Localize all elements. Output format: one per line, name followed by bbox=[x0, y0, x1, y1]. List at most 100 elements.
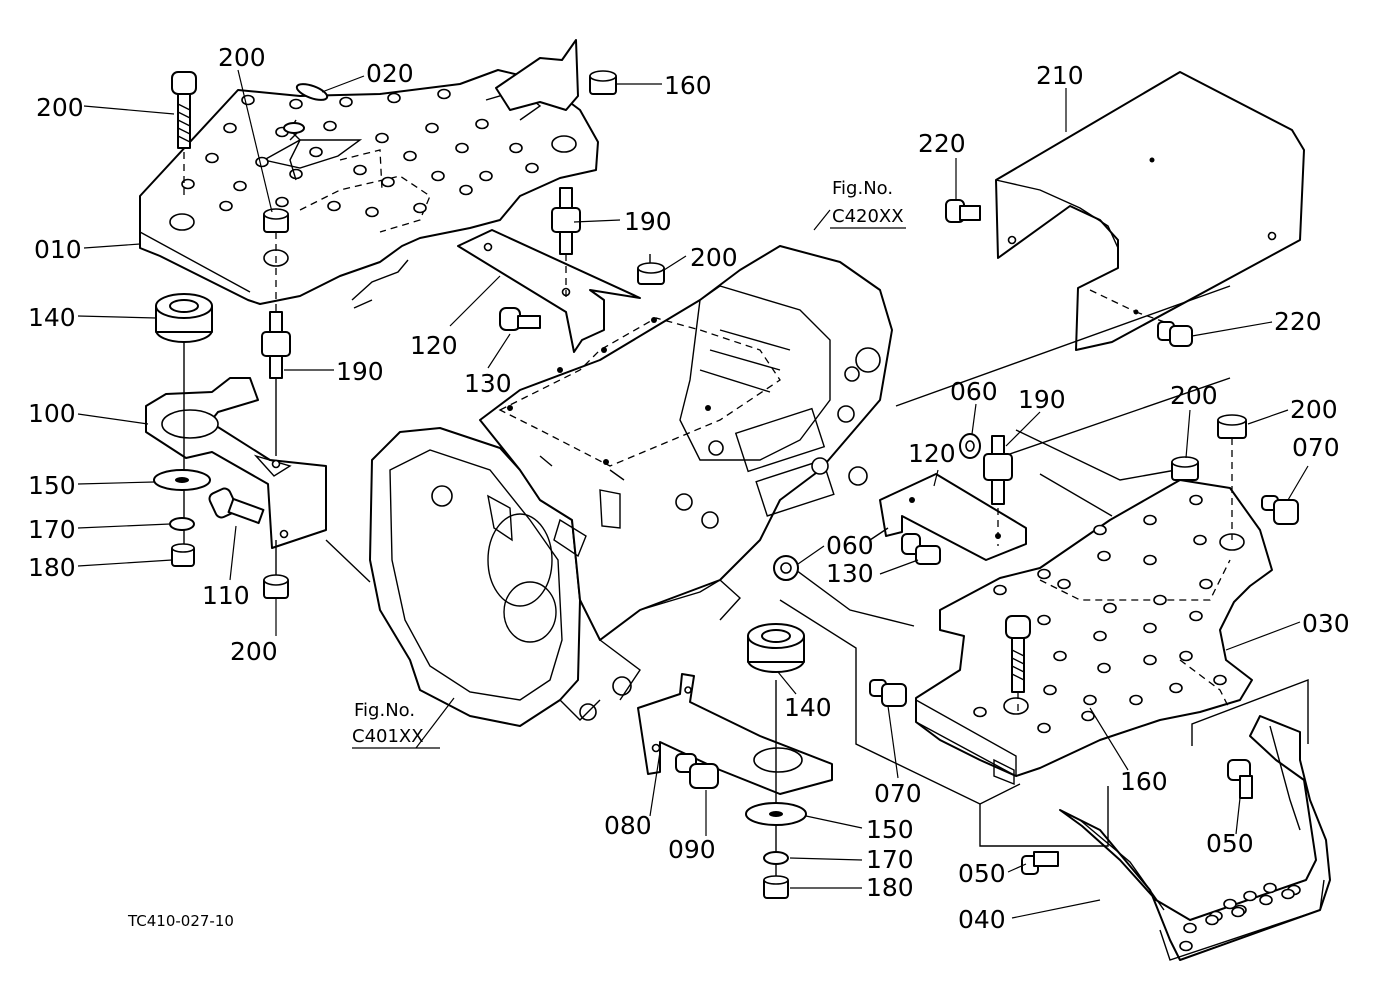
plate-hole bbox=[1103, 602, 1117, 614]
plate-hole bbox=[431, 170, 445, 182]
bolt-160-right bbox=[1005, 615, 1031, 693]
bracket-080 bbox=[637, 673, 833, 795]
callout-200-top: 200 bbox=[218, 43, 266, 72]
fig-ref-c420: Fig.No. C420XX bbox=[832, 178, 904, 227]
plate-hole bbox=[455, 142, 469, 154]
plate-hole bbox=[1243, 890, 1257, 902]
plate-hole bbox=[1053, 650, 1067, 662]
callout-220-top: 220 bbox=[918, 129, 966, 158]
stud-190-a bbox=[551, 187, 581, 255]
plate-hole bbox=[233, 180, 247, 192]
fig-ref-label: Fig.No. bbox=[832, 178, 893, 199]
plate-hole bbox=[1083, 694, 1097, 706]
callout-050-left: 050 bbox=[958, 859, 1006, 888]
bolt-220-b bbox=[1157, 321, 1193, 347]
plate-hole bbox=[1097, 662, 1111, 674]
callout-130-left: 130 bbox=[464, 369, 512, 398]
callout-170-right: 170 bbox=[866, 845, 914, 874]
plate-hole bbox=[1143, 554, 1157, 566]
stud-190-c bbox=[983, 435, 1013, 505]
callout-190-mid: 190 bbox=[624, 207, 672, 236]
callout-140-right: 140 bbox=[784, 693, 832, 722]
plate-hole bbox=[1281, 888, 1295, 900]
callout-200-right-a: 200 bbox=[1170, 381, 1218, 410]
drawing-code: TC410-027-10 bbox=[127, 912, 234, 930]
bolt-050-b bbox=[1227, 759, 1253, 799]
nut-200-f bbox=[1217, 414, 1247, 439]
bracket-100 bbox=[145, 377, 327, 549]
plate-hole bbox=[1199, 578, 1213, 590]
plate-hole bbox=[1143, 654, 1157, 666]
callout-170-left: 170 bbox=[28, 515, 76, 544]
bolt-090 bbox=[675, 753, 719, 789]
spring-washer-170-left bbox=[169, 517, 195, 531]
plate-hole bbox=[1097, 550, 1111, 562]
hardware bbox=[153, 70, 1299, 899]
fig-ref-code: C420XX bbox=[832, 206, 904, 227]
plate-hole bbox=[289, 98, 303, 110]
callout-150-left: 150 bbox=[28, 471, 76, 500]
plate-hole bbox=[437, 88, 451, 100]
plate-hole bbox=[1057, 578, 1071, 590]
bolt-220-a bbox=[945, 199, 981, 223]
plate-hole bbox=[375, 132, 389, 144]
plate-hole bbox=[1183, 922, 1197, 934]
callout-180-left: 180 bbox=[28, 553, 76, 582]
cover bbox=[995, 71, 1305, 351]
bushing-140-right bbox=[747, 623, 805, 673]
callout-100: 100 bbox=[28, 399, 76, 428]
plate-hole bbox=[479, 170, 493, 182]
plate-hole bbox=[403, 150, 417, 162]
bolt-160-left bbox=[171, 71, 197, 149]
plate-hole bbox=[219, 200, 233, 212]
callout-190-right: 190 bbox=[1018, 385, 1066, 414]
bracket-120-left bbox=[457, 229, 641, 353]
stud-190-b bbox=[261, 311, 291, 379]
plate-hole bbox=[289, 168, 303, 180]
callout-200-mid: 200 bbox=[690, 243, 738, 272]
callout-140-left: 140 bbox=[28, 303, 76, 332]
callout-150-right: 150 bbox=[866, 815, 914, 844]
plate-hole bbox=[1153, 594, 1167, 606]
plate-hole bbox=[1231, 906, 1245, 918]
callout-220-right: 220 bbox=[1274, 307, 1322, 336]
callout-060-top: 060 bbox=[950, 377, 998, 406]
callout-200-right-b: 200 bbox=[1290, 395, 1338, 424]
plate-hole bbox=[1043, 684, 1057, 696]
spring-washer-170-right bbox=[763, 851, 789, 865]
bolt-130-left bbox=[499, 307, 541, 331]
nut-200-b bbox=[263, 208, 289, 233]
callout-120-right: 120 bbox=[908, 439, 956, 468]
plate-hole bbox=[309, 146, 323, 158]
nut-200-d bbox=[637, 262, 665, 285]
callout-060-mid: 060 bbox=[826, 531, 874, 560]
plate-hole bbox=[205, 152, 219, 164]
plate-hole bbox=[1205, 914, 1219, 926]
bolt-050-a bbox=[1021, 851, 1059, 875]
plate-hole bbox=[475, 118, 489, 130]
callout-040: 040 bbox=[958, 905, 1006, 934]
plate-hole bbox=[413, 202, 427, 214]
plate-hole bbox=[327, 200, 341, 212]
callout-050-right: 050 bbox=[1206, 829, 1254, 858]
bolt-070-b bbox=[1261, 495, 1299, 525]
plate-hole bbox=[1143, 622, 1157, 634]
collar-060-a bbox=[959, 433, 981, 459]
plate-hole bbox=[1213, 674, 1227, 686]
fig-ref-c401: Fig.No. C401XX bbox=[352, 700, 424, 747]
bushing-140-left bbox=[155, 293, 213, 343]
callout-070-mid: 070 bbox=[874, 779, 922, 808]
callout-130-right: 130 bbox=[826, 559, 874, 588]
plate-hole bbox=[525, 162, 539, 174]
plate-hole bbox=[1081, 710, 1095, 722]
callout-210: 210 bbox=[1036, 61, 1084, 90]
callout-180-right: 180 bbox=[866, 873, 914, 902]
callout-200-topright: 160 bbox=[664, 71, 712, 100]
left-step-plate bbox=[139, 39, 599, 309]
plate-hole bbox=[353, 164, 367, 176]
plate-hole bbox=[1037, 722, 1051, 734]
plate-hole bbox=[1143, 514, 1157, 526]
callout-080: 080 bbox=[604, 811, 652, 840]
plate-hole bbox=[1179, 940, 1193, 952]
